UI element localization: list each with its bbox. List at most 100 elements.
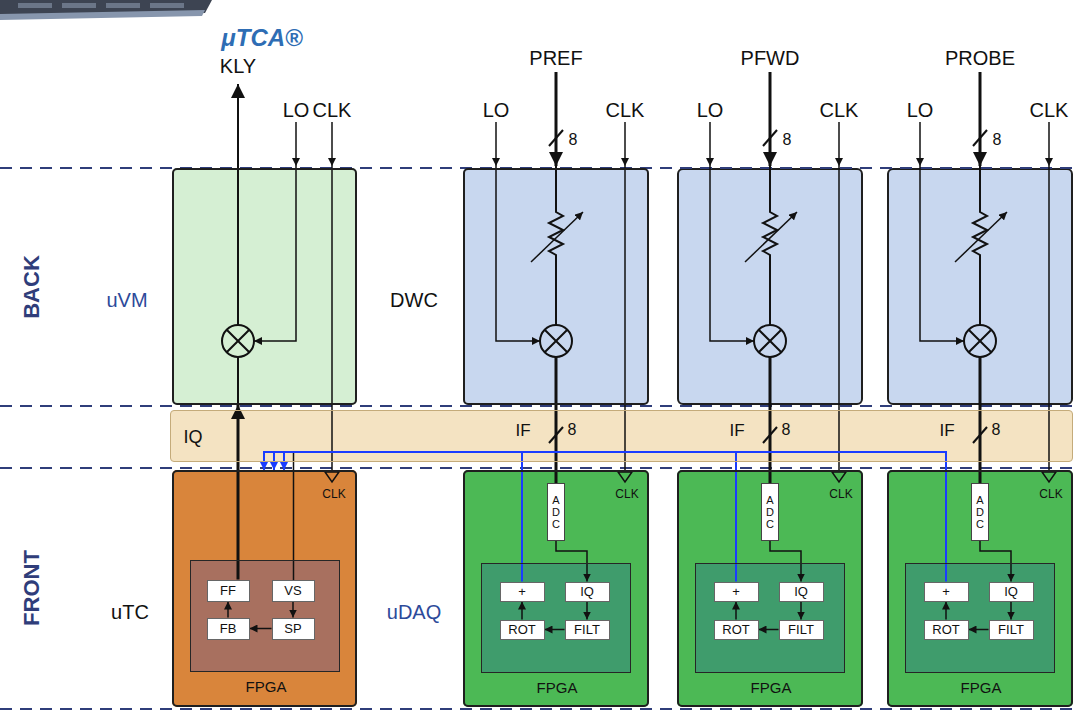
firmware-block: + [500, 582, 545, 602]
firmware-block: FILT [779, 620, 824, 640]
firmware-block: IQ [779, 582, 824, 602]
signal-name: IF [515, 421, 530, 441]
box-fill [172, 168, 357, 405]
mixer-symbol [222, 325, 254, 357]
timing-controller-box: uTCCLKFPGAFFVSFBSP [172, 470, 357, 707]
section-label: FRONT [19, 550, 44, 626]
vector-modulator-box: uVM [172, 168, 357, 405]
signal-arrow [556, 541, 587, 582]
clock-input-arrow [331, 122, 333, 166]
signal-arrow [292, 602, 294, 618]
signal-arrow [969, 629, 989, 631]
fpga-box: FPGA+IQROTFILT [481, 563, 631, 673]
block-label: FILT [574, 622, 600, 637]
signal-arrow [770, 541, 801, 582]
clock-label: CLK [322, 488, 345, 502]
firmware-block: VS [272, 580, 315, 602]
firmware-block: FILT [565, 620, 610, 640]
clock-label: CLK [1039, 488, 1062, 502]
clock-input-symbol [325, 472, 339, 482]
vector-modulator-art [222, 84, 339, 580]
signal-name: LO [697, 99, 724, 122]
box-fill [481, 563, 631, 673]
crate-vent [150, 3, 184, 8]
signal-name: CLK [820, 99, 859, 122]
lo-input-arrow [295, 122, 297, 166]
block-label: FILT [788, 622, 814, 637]
lo-line [254, 166, 296, 341]
band-label: IQ [183, 427, 202, 448]
fpga-box: FPGA+IQROTFILT [695, 563, 845, 673]
adc-block: ADC [971, 483, 989, 541]
data-acquisition-box: CLK ADC FPGA + IQ ROT FILT [887, 470, 1073, 707]
box-fill [905, 563, 1055, 673]
fpga-label: FPGA [961, 679, 1002, 696]
block-label: ROT [932, 622, 959, 637]
signal-name: PROBE [945, 47, 1015, 70]
adc-label: ADC [551, 494, 562, 530]
signal-name: CLK [606, 99, 645, 122]
firmware-block: FILT [989, 620, 1034, 640]
signal-name: CLK [313, 99, 352, 122]
firmware-block: + [924, 582, 969, 602]
adc-block: ADC [761, 483, 779, 541]
bus-width: 8 [782, 421, 791, 439]
block-label: FILT [998, 622, 1024, 637]
signal-arrow [945, 602, 947, 620]
block-label: + [942, 584, 950, 599]
crate-vent [18, 3, 52, 8]
bus-width: 8 [569, 131, 578, 149]
crate-rail [0, 10, 205, 20]
signal-arrow [800, 602, 802, 620]
signal-name: PREF [529, 47, 582, 70]
signal-arrow [735, 602, 737, 620]
signal-arrow [521, 602, 523, 620]
signal-arrow [545, 629, 565, 631]
bus-width: 8 [783, 131, 792, 149]
block-label: VS [284, 583, 301, 598]
block-label: + [732, 584, 740, 599]
adc-block: ADC [547, 483, 565, 541]
firmware-block: ROT [714, 620, 759, 640]
signal-arrow [237, 405, 240, 580]
signal-name: LO [283, 99, 310, 122]
firmware-block: IQ [565, 582, 610, 602]
section-divider [0, 168, 1080, 709]
clock-label: CLK [829, 488, 852, 502]
firmware-block: IQ [989, 582, 1034, 602]
drive-line [237, 357, 239, 405]
crate-photo [0, 0, 212, 20]
signal-name: PFWD [741, 47, 800, 70]
block-label: IQ [580, 584, 594, 599]
block-label: + [518, 584, 526, 599]
adc-label: ADC [765, 494, 776, 530]
crate-vent [106, 3, 140, 8]
signal-arrow [227, 602, 229, 618]
firmware-block: SP [272, 618, 315, 640]
signal-name: KLY [220, 55, 256, 78]
block-label: FB [220, 621, 237, 636]
block-label: ROT [722, 622, 749, 637]
mixer-cross [227, 330, 250, 353]
signal-arrow [1010, 602, 1012, 620]
signal-arrow [586, 602, 588, 620]
firmware-block: + [714, 582, 759, 602]
fpga-label: FPGA [246, 678, 287, 695]
clock-label: CLK [615, 488, 638, 502]
box-fill [190, 560, 340, 672]
fpga-box: FPGA+IQROTFILT [905, 563, 1055, 673]
signal-name: IF [729, 421, 744, 441]
signal-name: IF [939, 421, 954, 441]
downconverter-box: DWC [463, 168, 649, 405]
downconverter-art [920, 72, 1056, 483]
data-acquisition-box: uDAQCLKADCFPGA+IQROTFILT [463, 470, 649, 707]
klystron-output-arrow [237, 84, 239, 325]
box-fill [170, 410, 1073, 462]
bus-width: 8 [568, 421, 577, 439]
bus-width: 8 [992, 421, 1001, 439]
adc-label: ADC [975, 494, 986, 530]
fpga-label: FPGA [751, 679, 792, 696]
box-fill [695, 563, 845, 673]
box-fill [677, 470, 863, 707]
module-label: uTC [111, 601, 149, 624]
